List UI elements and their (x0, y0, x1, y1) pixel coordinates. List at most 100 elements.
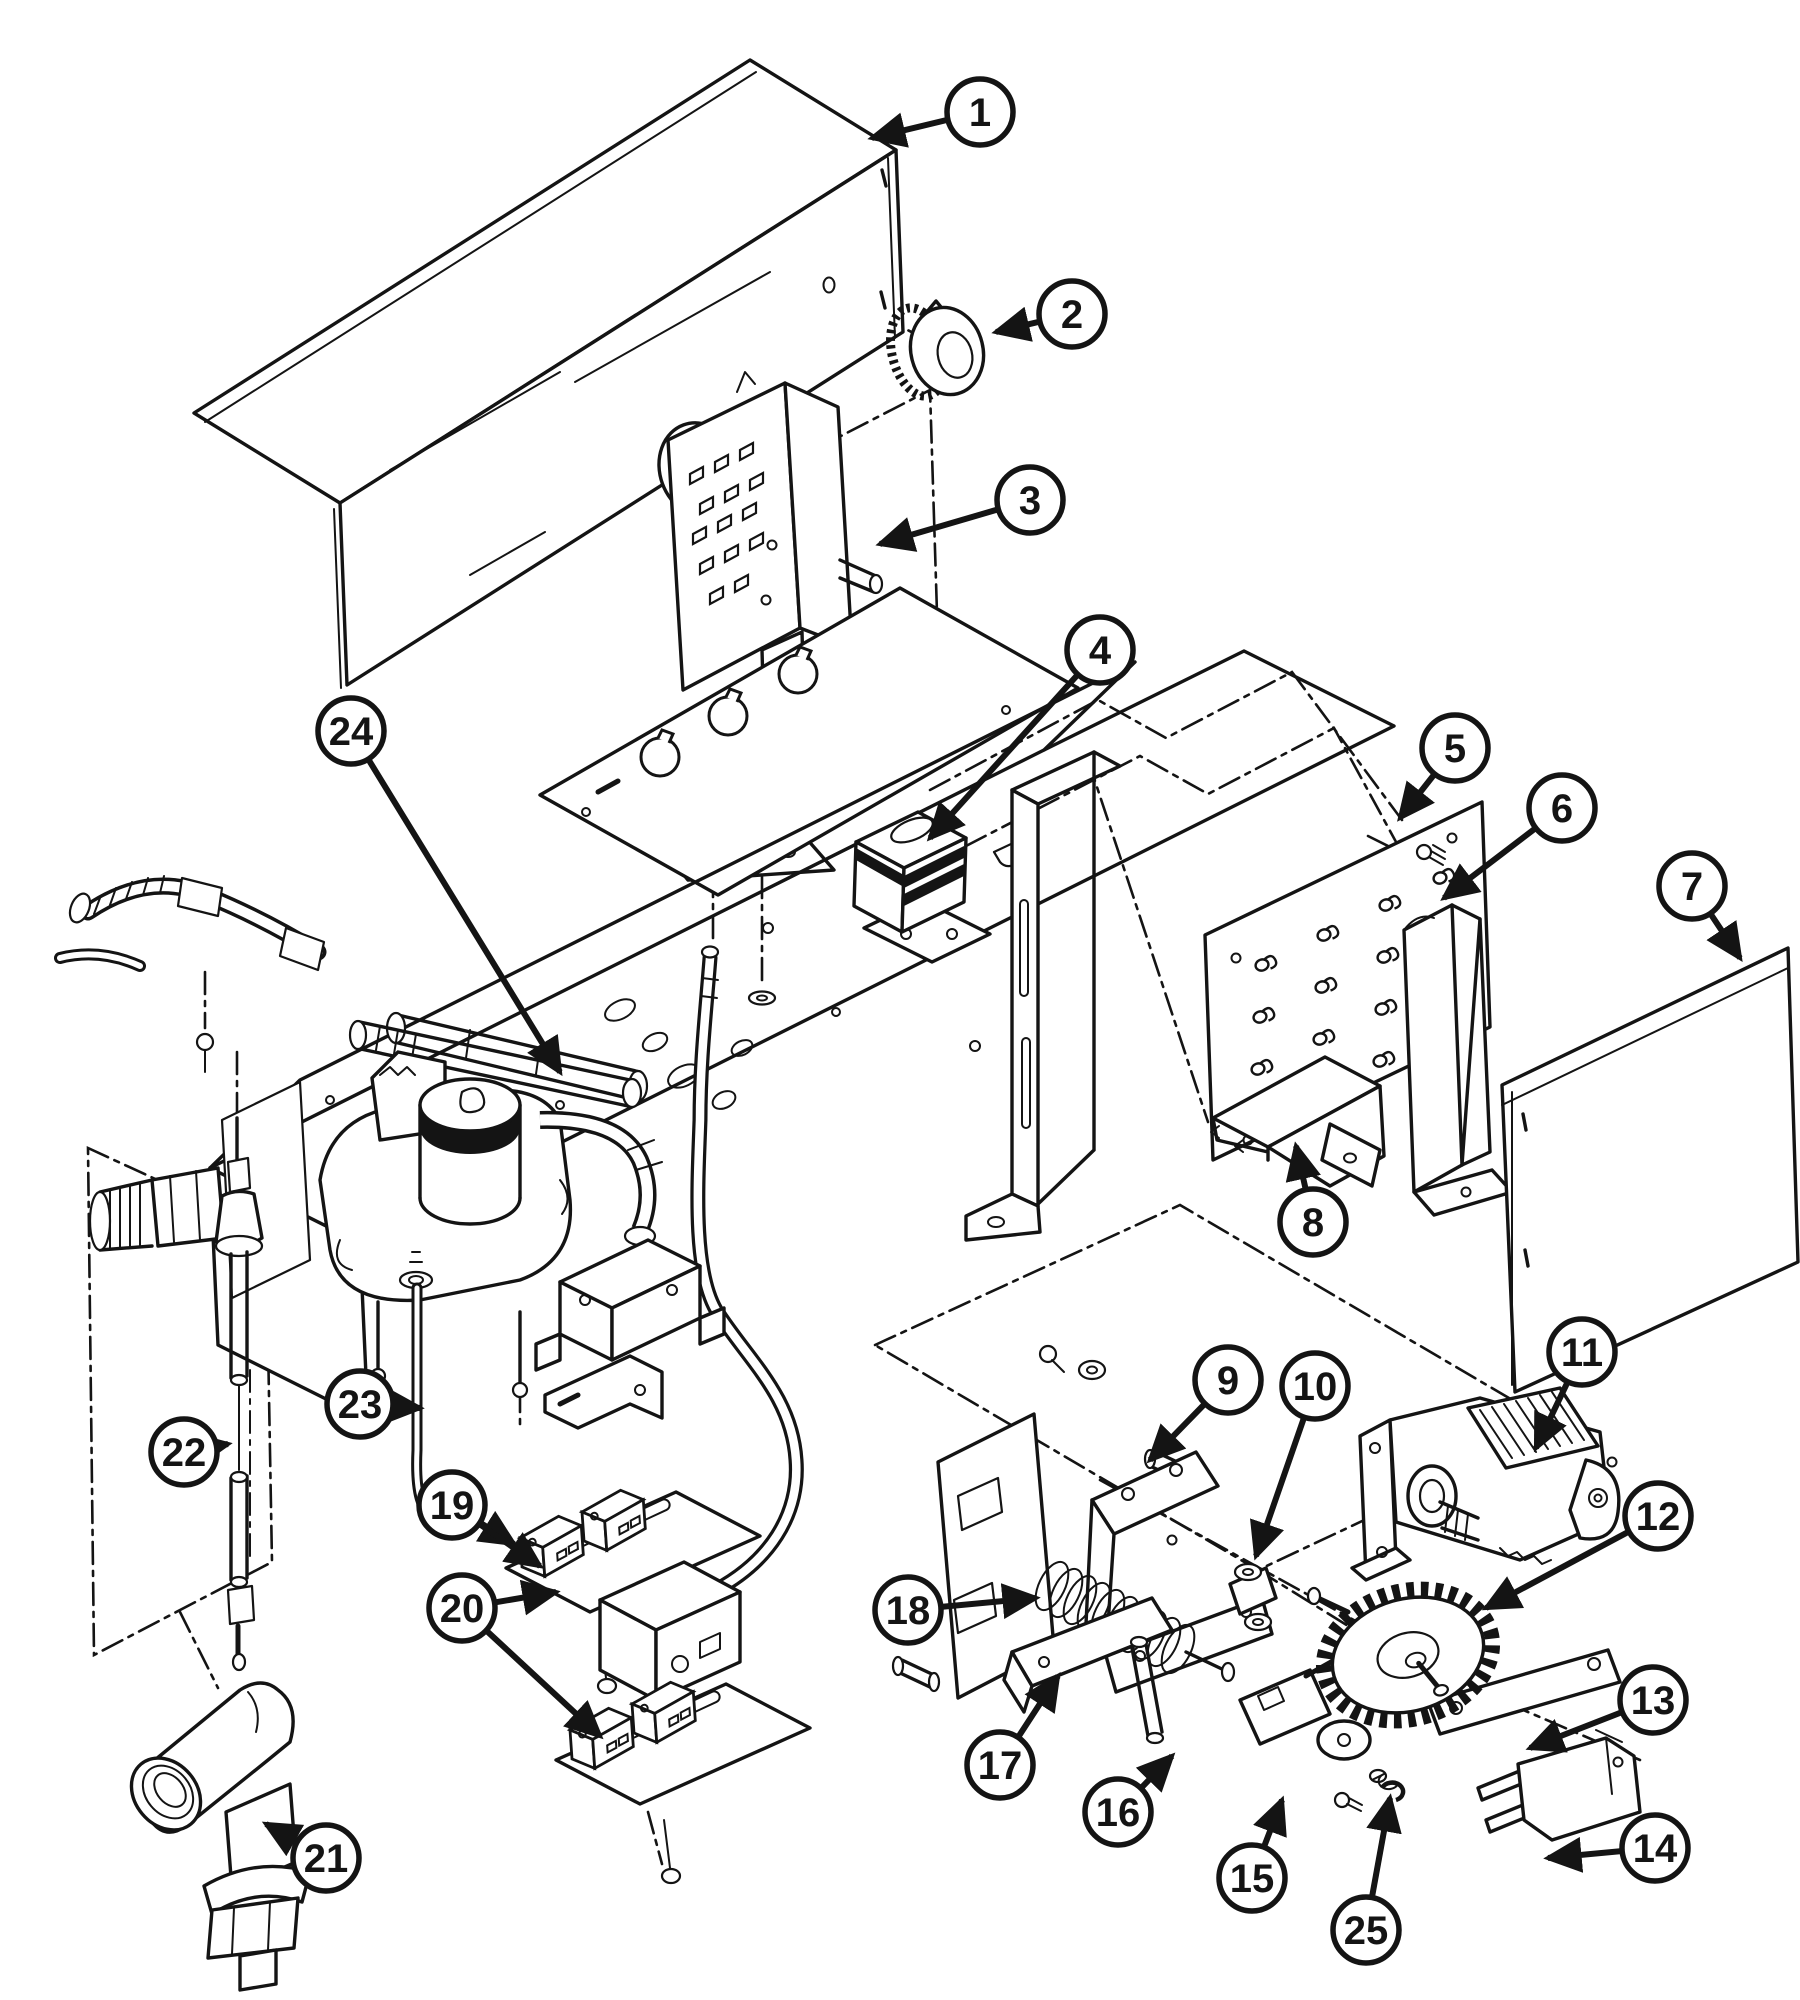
callout-17: 17 (964, 1671, 1061, 1801)
mounting-bracket (1210, 1055, 1386, 1188)
callout-number-6: 6 (1551, 787, 1573, 831)
small-bolt (1333, 1791, 1363, 1812)
callout-circle-16 (1082, 1776, 1154, 1848)
callout-9: 9 (1146, 1344, 1264, 1464)
callout-circle-10 (1279, 1350, 1351, 1422)
callout-number-4: 4 (1089, 629, 1112, 673)
callout-circle-7 (1656, 850, 1728, 922)
callout-18: 18 (872, 1574, 1041, 1646)
callout-19: 19 (416, 1469, 544, 1569)
timer-motor (1350, 1386, 1621, 1582)
callout-circle-24 (315, 695, 387, 767)
callout-circle-17 (964, 1729, 1036, 1801)
callout-number-18: 18 (886, 1589, 931, 1633)
callout-6: 6 (1440, 772, 1598, 901)
gear-shaft-pin (1315, 1595, 1351, 1615)
callout-number-8: 8 (1302, 1201, 1324, 1245)
keyhole-panel (538, 586, 1080, 897)
callout-8: 8 (1277, 1141, 1349, 1258)
callout-13: 13 (1525, 1664, 1689, 1753)
control-knob (886, 299, 986, 401)
callout-circle-18 (872, 1574, 944, 1646)
callout-number-12: 12 (1636, 1495, 1681, 1539)
callout-number-3: 3 (1019, 479, 1041, 523)
callout-24: 24 (315, 695, 563, 1077)
callout-23: 23 (324, 1368, 425, 1440)
support-post (964, 750, 1122, 1242)
callout-circle-14 (1619, 1812, 1691, 1884)
callout-circle-2 (1036, 278, 1108, 350)
callout-12: 12 (1481, 1480, 1694, 1611)
upper-switch-pair (504, 1487, 762, 1695)
callout-16: 16 (1082, 1752, 1176, 1848)
side-panel (1500, 946, 1800, 1394)
callout-number-21: 21 (304, 1837, 349, 1881)
callout-21: 21 (261, 1821, 362, 1894)
inlet-hose (54, 875, 327, 1073)
callout-circle-5 (1419, 712, 1491, 784)
switch-bracket-stack (534, 1238, 726, 1430)
callout-number-2: 2 (1061, 293, 1083, 337)
callout-circle-23 (324, 1368, 396, 1440)
callout-number-16: 16 (1096, 1791, 1141, 1835)
c-ring (1380, 1780, 1406, 1803)
drive-gear (1315, 1581, 1501, 1729)
callout-number-22: 22 (162, 1431, 207, 1475)
callout-circle-25 (1330, 1894, 1402, 1966)
callout-number-24: 24 (329, 710, 374, 754)
callout-2: 2 (991, 278, 1108, 350)
callout-number-15: 15 (1230, 1857, 1275, 1901)
callout-11: 11 (1533, 1316, 1618, 1453)
callout-arrow-4 (926, 647, 1103, 842)
callout-number-23: 23 (338, 1383, 383, 1427)
callout-1: 1 (867, 76, 1016, 148)
cover-strip (1402, 903, 1514, 1217)
pawl-clip (1476, 1729, 1642, 1842)
callout-number-11: 11 (1561, 1331, 1603, 1375)
callout-7: 7 (1656, 850, 1743, 962)
callout-circle-6 (1526, 772, 1598, 844)
callout-number-1: 1 (969, 91, 991, 135)
lower-switch-pair (554, 1679, 812, 1885)
callout-3: 3 (875, 464, 1066, 552)
callout-circle-19 (416, 1469, 488, 1541)
probe-assembly (214, 1116, 264, 1672)
callout-circle-20 (426, 1572, 498, 1644)
terminal-board (1203, 800, 1492, 1162)
callout-14: 14 (1543, 1812, 1691, 1884)
latch-mechanism (891, 1344, 1679, 1842)
callout-circle-15 (1216, 1842, 1288, 1914)
callout-arrow-24 (348, 729, 563, 1077)
callout-20: 20 (426, 1572, 604, 1740)
callout-number-14: 14 (1633, 1827, 1678, 1871)
callout-circle-8 (1277, 1186, 1349, 1258)
selector-switch (852, 810, 1038, 964)
callout-circle-9 (1192, 1344, 1264, 1416)
callout-circle-22 (148, 1416, 220, 1488)
tee-fitting (129, 1369, 312, 1992)
pressure-switch (598, 1560, 742, 1702)
board-screw (1415, 843, 1446, 866)
callout-22: 22 (148, 1416, 233, 1488)
callout-number-9: 9 (1217, 1359, 1239, 1403)
callout-circle-4 (1064, 614, 1136, 686)
callout-circle-12 (1622, 1480, 1694, 1552)
callout-10: 10 (1250, 1350, 1351, 1561)
callout-4: 4 (926, 614, 1136, 842)
callout-25: 25 (1330, 1793, 1402, 1966)
drain-tube (690, 945, 804, 1598)
callout-number-13: 13 (1631, 1679, 1676, 1723)
callout-number-17: 17 (978, 1744, 1023, 1788)
callout-number-5: 5 (1444, 727, 1466, 771)
callout-circle-21 (290, 1822, 362, 1894)
callout-number-20: 20 (440, 1587, 485, 1631)
callout-circle-11 (1546, 1316, 1618, 1388)
gear-shaft-pin-end (1306, 1586, 1322, 1606)
callout-number-10: 10 (1293, 1365, 1338, 1409)
callout-circle-1 (944, 76, 1016, 148)
callout-number-19: 19 (430, 1484, 475, 1528)
callout-5: 5 (1397, 712, 1491, 822)
